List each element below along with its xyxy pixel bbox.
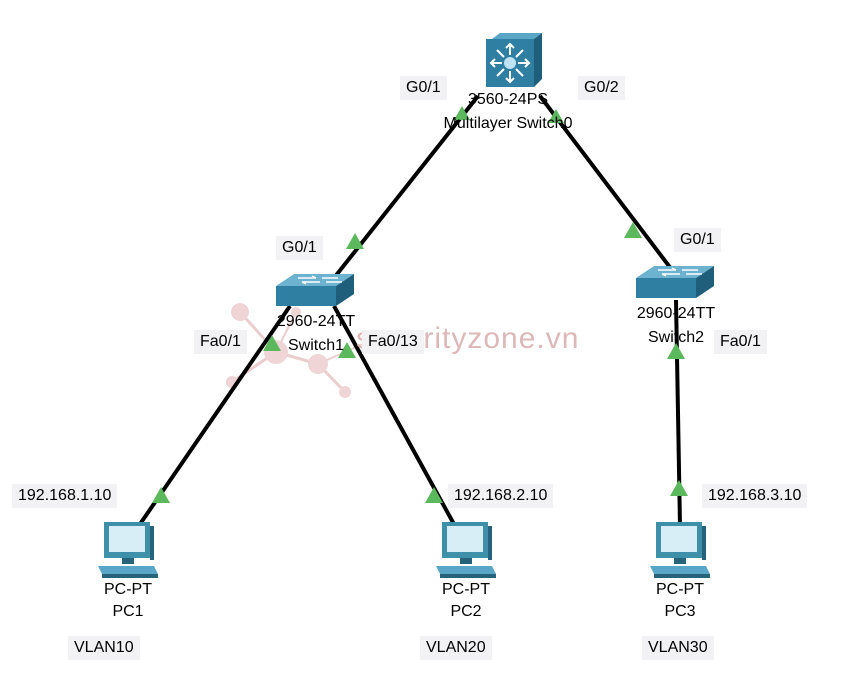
port-label-sw1-g01: G0/1	[276, 236, 323, 260]
pc-icon	[436, 522, 496, 578]
switch1-model-label: 2960-24TT	[276, 313, 356, 330]
link-status-indicator	[425, 487, 443, 503]
switch2-name-label: Switch2	[647, 329, 705, 346]
ml-switch-name-label: Multilayer Switch0	[443, 115, 573, 132]
pc1-ip-label: 192.168.1.10	[12, 484, 118, 508]
link-status-indicator	[548, 109, 564, 123]
ml-switch-model-label: 3560-24PS	[467, 91, 549, 108]
link-ml-switch2[interactable]	[538, 94, 674, 272]
link-status-indicator	[152, 487, 170, 503]
pc3-vlan-label: VLAN30	[642, 636, 714, 660]
pc-icon	[98, 522, 158, 578]
switch-icon	[276, 274, 354, 306]
pc2-name-label: PC2	[450, 603, 482, 620]
multilayer-switch[interactable]	[486, 33, 542, 87]
pc2-model-label: PC-PT	[442, 581, 490, 598]
switch2[interactable]	[636, 264, 714, 300]
port-label-sw1-fa013: Fa0/13	[362, 330, 424, 354]
link-switch1-pc1[interactable]	[136, 304, 292, 529]
port-label-ml-g01: G0/1	[400, 76, 447, 100]
link-status-indicator	[454, 106, 470, 120]
port-label-ml-g02: G0/2	[578, 76, 625, 100]
switch1-name-label: Switch1	[287, 337, 345, 354]
pc1-name-label: PC1	[112, 603, 144, 620]
multilayer-switch-icon	[486, 33, 542, 87]
link-status-indicator	[263, 335, 281, 351]
pc3-ip-label: 192.168.3.10	[702, 484, 808, 508]
link-status-indicator	[338, 342, 356, 358]
pc1-vlan-label: VLAN10	[68, 636, 140, 660]
pc-icon	[650, 522, 710, 578]
pc2-ip-label: 192.168.2.10	[448, 484, 554, 508]
pc1-model-label: PC-PT	[104, 581, 152, 598]
port-label-sw1-fa01: Fa0/1	[194, 330, 247, 354]
link-status-indicator	[670, 480, 688, 496]
link-status-indicator	[346, 233, 364, 249]
link-ml-switch1[interactable]	[328, 94, 480, 285]
link-status-indicator	[667, 343, 685, 359]
port-label-sw2-fa01: Fa0/1	[714, 330, 767, 354]
pc3-model-label: PC-PT	[656, 581, 704, 598]
pc2-vlan-label: VLAN20	[420, 636, 492, 660]
port-label-sw2-g01: G0/1	[674, 228, 721, 252]
switch-icon	[636, 266, 714, 298]
pc3-name-label: PC3	[664, 603, 696, 620]
switch2-model-label: 2960-24TT	[636, 305, 716, 322]
link-status-indicator	[624, 222, 642, 238]
pc3[interactable]	[648, 520, 712, 580]
pc2[interactable]	[434, 520, 498, 580]
switch1[interactable]	[276, 272, 354, 308]
pc1[interactable]	[96, 520, 160, 580]
